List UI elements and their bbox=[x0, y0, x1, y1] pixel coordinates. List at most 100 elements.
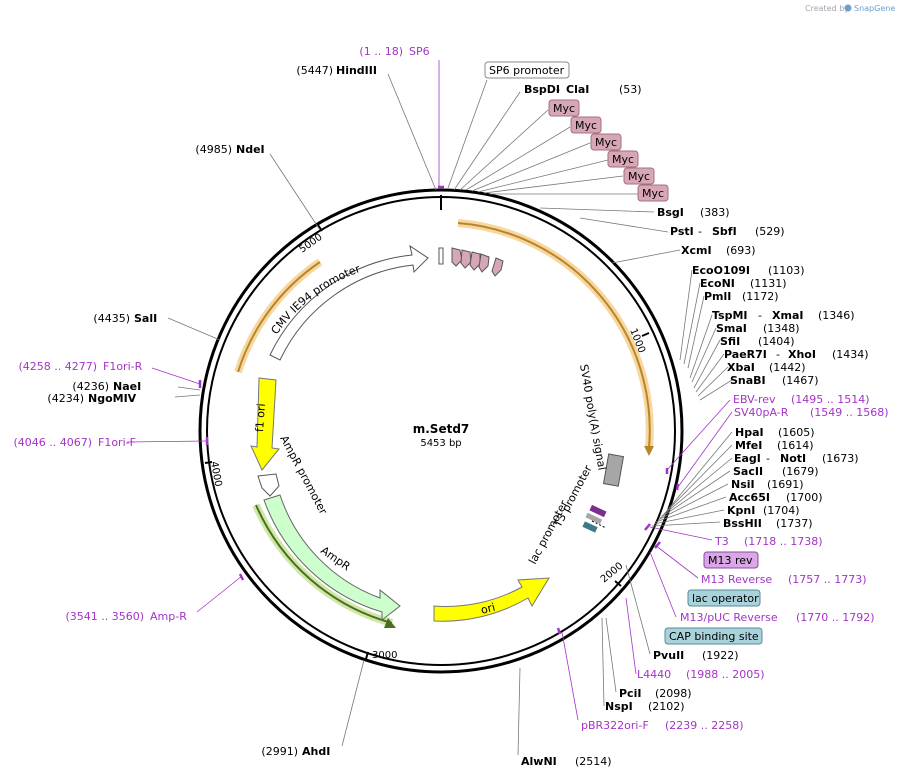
enzyme-xbai: XbaI (1442) bbox=[727, 361, 806, 374]
tick-4000 bbox=[204, 461, 213, 464]
svg-text:F1ori-R: F1ori-R bbox=[103, 360, 143, 373]
svg-text:pBR322ori-F: pBR322ori-F bbox=[581, 719, 649, 732]
svg-text:(1549 .. 1568): (1549 .. 1568) bbox=[810, 406, 889, 419]
enzyme-smai: SmaI (1348) bbox=[716, 322, 800, 335]
enzyme-hindiii: (5447) HindIII bbox=[296, 64, 377, 77]
svg-text:AlwNI: AlwNI bbox=[521, 755, 557, 768]
myc-box-4: Myc bbox=[607, 150, 639, 168]
svg-text:(4046 .. 4067): (4046 .. 4067) bbox=[13, 436, 92, 449]
lac-operator-box: lac operator bbox=[687, 589, 761, 607]
svg-text:XmaI: XmaI bbox=[772, 309, 803, 322]
enzyme-hpai: HpaI (1605) bbox=[735, 426, 815, 439]
svg-text:SmaI: SmaI bbox=[716, 322, 747, 335]
ampr-promoter-feature bbox=[257, 473, 280, 497]
enzyme-paer7i-xhoi: PaeR7I - XhoI (1434) bbox=[724, 348, 869, 361]
enzyme-econi: EcoNI (1131) bbox=[700, 277, 787, 290]
primer-sp6: (1 .. 18) SP6 bbox=[359, 45, 429, 58]
svg-text:BssHII: BssHII bbox=[723, 517, 762, 530]
svg-text:L4440: L4440 bbox=[637, 668, 671, 681]
enzyme-sacii: SacII (1679) bbox=[733, 465, 819, 478]
enzyme-bspdi-clai: BspDI - ClaI (53) bbox=[524, 83, 642, 96]
svg-text:(1614): (1614) bbox=[777, 439, 814, 452]
f1-ori-label: f1 ori bbox=[253, 403, 268, 433]
svg-text:(1691): (1691) bbox=[767, 478, 804, 491]
enzyme-pvuii: PvuII (1922) bbox=[653, 649, 739, 662]
enzyme-kpni: KpnI (1704) bbox=[727, 504, 800, 517]
enzyme-psti-sbfi: PstI - SbfI (529) bbox=[670, 225, 785, 238]
primer-sv40pa-r: SV40pA-R (1549 .. 1568) bbox=[734, 406, 889, 419]
enzyme-ngomiv: (4234) NgoMIV bbox=[47, 392, 136, 405]
svg-text:(4435): (4435) bbox=[93, 312, 130, 325]
enzyme-alwni: AlwNI (2514) bbox=[521, 755, 612, 768]
tick-3000 bbox=[365, 651, 369, 660]
svg-text:(1700): (1700) bbox=[786, 491, 823, 504]
svg-text:(1495 .. 1514): (1495 .. 1514) bbox=[791, 393, 870, 406]
svg-text:SV40pA-R: SV40pA-R bbox=[734, 406, 789, 419]
svg-text:Myc: Myc bbox=[553, 102, 575, 115]
primer-f1ori-r: (4258 .. 4277) F1ori-R bbox=[18, 360, 142, 373]
tick-label-3000: 3000 bbox=[372, 650, 397, 661]
svg-text:SfiI: SfiI bbox=[720, 335, 740, 348]
myc-box-2: Myc bbox=[570, 116, 602, 134]
svg-text:Myc: Myc bbox=[642, 187, 664, 200]
svg-text:(1434): (1434) bbox=[832, 348, 869, 361]
svg-text:M13/pUC Reverse: M13/pUC Reverse bbox=[680, 611, 778, 624]
svg-text:NaeI: NaeI bbox=[113, 380, 141, 393]
svg-text:(1172): (1172) bbox=[742, 290, 779, 303]
primer-m13-reverse: M13 Reverse (1757 .. 1773) bbox=[701, 573, 867, 586]
svg-text:M13 rev: M13 rev bbox=[708, 554, 753, 567]
svg-text:-: - bbox=[758, 309, 762, 322]
enzyme-snabi: SnaBI (1467) bbox=[730, 374, 819, 387]
sv40-polya-label: SV40 poly(A) signal bbox=[577, 363, 608, 471]
svg-text:(3541 .. 3560): (3541 .. 3560) bbox=[65, 610, 144, 623]
enzyme-acc65i: Acc65I (1700) bbox=[729, 491, 823, 504]
svg-text:(1131): (1131) bbox=[750, 277, 787, 290]
enzyme-pcii: PciI (2098) bbox=[619, 687, 692, 700]
svg-text:(1103): (1103) bbox=[768, 264, 805, 277]
svg-text:MfeI: MfeI bbox=[735, 439, 762, 452]
svg-text:(1922): (1922) bbox=[702, 649, 739, 662]
svg-text:(2102): (2102) bbox=[648, 700, 685, 713]
svg-text:BspDI: BspDI bbox=[524, 83, 560, 96]
enzyme-sfii: SfiI (1404) bbox=[720, 335, 795, 348]
myc-box-6: Myc bbox=[637, 184, 669, 202]
lac-promoter-label: lac promoter bbox=[526, 498, 571, 567]
svg-text:(1442): (1442) bbox=[769, 361, 806, 374]
svg-text:Myc: Myc bbox=[612, 153, 634, 166]
svg-text:HindIII: HindIII bbox=[336, 64, 377, 77]
svg-text:(1 .. 18): (1 .. 18) bbox=[359, 45, 403, 58]
svg-text:(1704): (1704) bbox=[763, 504, 800, 517]
svg-text:KpnI: KpnI bbox=[727, 504, 755, 517]
ring-ticks bbox=[204, 195, 650, 660]
svg-text:PmlI: PmlI bbox=[704, 290, 731, 303]
t3-lac-features bbox=[582, 504, 607, 533]
svg-text:(2239 .. 2258): (2239 .. 2258) bbox=[665, 719, 744, 732]
svg-text:PstI: PstI bbox=[670, 225, 694, 238]
primer-amp-r: (3541 .. 3560) Amp-R bbox=[65, 610, 187, 623]
svg-text:NotI: NotI bbox=[780, 452, 806, 465]
tick-2000 bbox=[614, 580, 622, 587]
svg-text:-: - bbox=[766, 452, 770, 465]
orf-arcs bbox=[234, 219, 654, 628]
svg-text:SnaBI: SnaBI bbox=[730, 374, 766, 387]
svg-text:TspMI: TspMI bbox=[712, 309, 748, 322]
plasmid-length: 5453 bp bbox=[420, 438, 461, 449]
ori-label: ori bbox=[479, 601, 496, 617]
tick-label-2000: 2000 bbox=[599, 561, 626, 586]
enzyme-bsgi: BsgI (383) bbox=[657, 206, 730, 219]
svg-text:-: - bbox=[698, 225, 702, 238]
svg-text:(1605): (1605) bbox=[778, 426, 815, 439]
svg-text:(53): (53) bbox=[619, 83, 642, 96]
svg-text:SP6: SP6 bbox=[409, 45, 430, 58]
svg-text:SP6 promoter: SP6 promoter bbox=[489, 64, 565, 77]
svg-text:(693): (693) bbox=[726, 244, 756, 257]
svg-text:XhoI: XhoI bbox=[788, 348, 816, 361]
svg-text:(1737): (1737) bbox=[776, 517, 813, 530]
svg-text:(4258 .. 4277): (4258 .. 4277) bbox=[18, 360, 97, 373]
plasmid-name: m.Setd7 bbox=[413, 422, 470, 436]
enzyme-ahdi: (2991) AhdI bbox=[261, 745, 330, 758]
ori-feature bbox=[433, 577, 550, 622]
svg-text:(1346): (1346) bbox=[818, 309, 855, 322]
svg-text:(1348): (1348) bbox=[763, 322, 800, 335]
